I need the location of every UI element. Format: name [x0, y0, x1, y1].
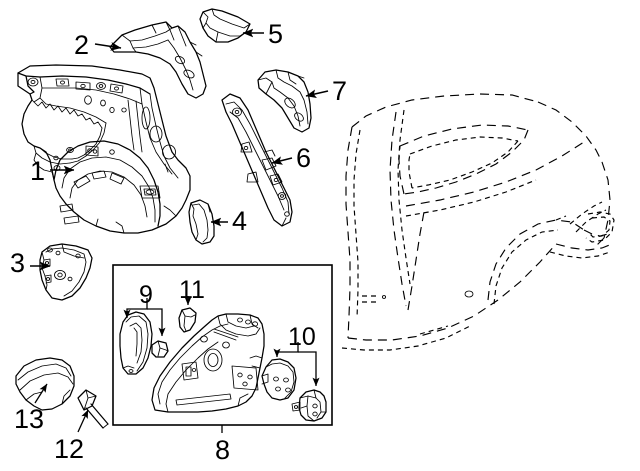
callout-label-9: 9 — [139, 281, 153, 309]
callout-label-12: 12 — [54, 434, 85, 464]
callout-label-5: 5 — [268, 19, 284, 49]
leader-6 — [271, 156, 293, 165]
callout-label-11: 11 — [179, 276, 205, 304]
leader-13 — [34, 383, 48, 404]
leader-7 — [305, 89, 329, 98]
leader-10b — [298, 351, 320, 387]
callout-label-8: 8 — [215, 435, 231, 465]
callout-label-4: 4 — [232, 206, 248, 236]
part-11-small-clip-bracket — [178, 307, 197, 333]
part-1-inner-quarter-wheelhouse-panel — [17, 64, 191, 234]
leader-10a — [273, 342, 299, 358]
leader-2 — [94, 42, 122, 51]
part-9-plug-cap — [151, 340, 169, 358]
callout-label-13: 13 — [14, 404, 45, 434]
part-10-mounting-bracket-left — [261, 358, 297, 401]
callout-label-10: 10 — [288, 323, 316, 351]
part-7-rear-shelf-side-bracket — [257, 69, 312, 133]
part-6-center-pillar-inner-rail — [221, 93, 293, 227]
part-13-curved-trim-cover — [15, 357, 75, 411]
part-8-wheelhouse-sub-assembly — [151, 313, 265, 413]
leader-9b — [147, 308, 166, 337]
callout-label-3: 3 — [10, 248, 26, 278]
callout-leaders — [30, 28, 329, 433]
part-4-small-gusset-plate — [188, 199, 215, 245]
part-3-lower-rear-corner-bracket — [39, 243, 93, 301]
callout-label-6: 6 — [296, 143, 312, 173]
callout-label-2: 2 — [74, 30, 90, 60]
leader-9a — [123, 298, 148, 319]
part-10-mounting-bracket-right — [291, 389, 327, 422]
vehicle-body-reference-outline — [341, 93, 615, 351]
part-12-pin-fastener — [77, 389, 109, 429]
callout-label-1: 1 — [30, 156, 46, 186]
part-9-reinforcement-panel — [119, 311, 153, 375]
leader-12 — [77, 409, 89, 433]
part-5-roof-side-rail-extension — [199, 8, 251, 43]
callout-label-7: 7 — [332, 76, 348, 106]
part-2-upper-rear-rail-reinforcement — [109, 21, 207, 99]
